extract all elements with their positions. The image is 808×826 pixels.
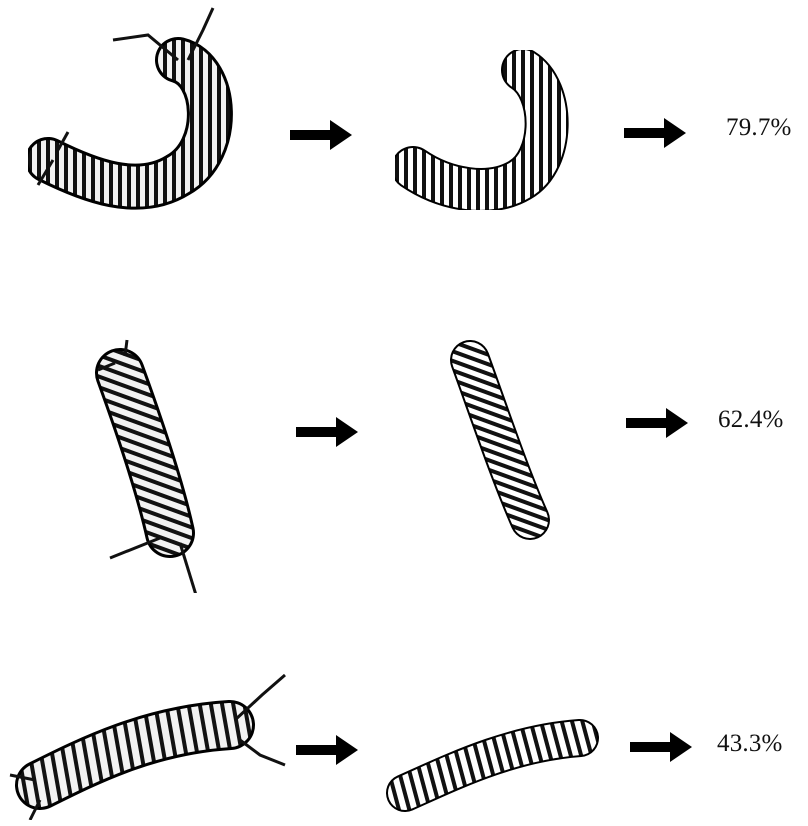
- caterpillar-segmented-3: [380, 708, 605, 818]
- example-row-1: 79.7%: [0, 0, 808, 260]
- caterpillar-photo-3: [0, 660, 290, 820]
- caterpillar-segmented-2: [440, 335, 565, 545]
- right-arrow-icon: [630, 732, 692, 762]
- caterpillar-photo-1: [28, 0, 238, 210]
- right-arrow-icon: [296, 735, 358, 765]
- caterpillar-photo-2: [90, 318, 220, 593]
- right-arrow-icon: [626, 408, 688, 438]
- caterpillar-segmented-1: [395, 50, 575, 210]
- result-percentage: 79.7%: [726, 114, 792, 142]
- example-row-2: 62.4%: [0, 300, 808, 600]
- example-row-3: 43.3%: [0, 650, 808, 826]
- right-arrow-icon: [290, 120, 352, 150]
- result-percentage: 43.3%: [717, 730, 783, 758]
- right-arrow-icon: [624, 118, 686, 148]
- right-arrow-icon: [296, 417, 358, 447]
- result-percentage: 62.4%: [718, 406, 784, 434]
